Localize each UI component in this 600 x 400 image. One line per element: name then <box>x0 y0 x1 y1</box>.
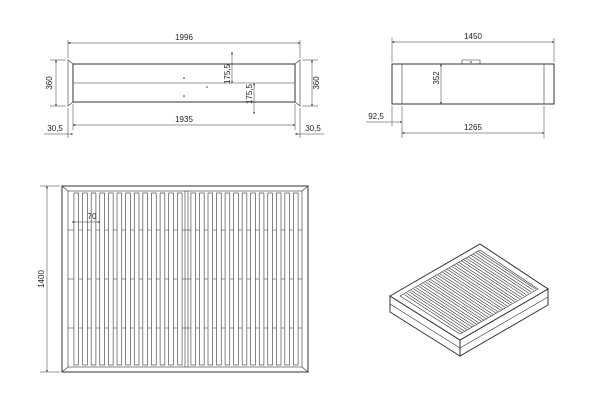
dimension-label: 92,5 <box>368 112 384 121</box>
top-view-corner <box>61 366 69 373</box>
iso-slat-edge <box>463 259 522 298</box>
side-view: 1450 352 1265 92,5 <box>366 32 555 138</box>
slat <box>250 192 256 366</box>
iso-slat <box>461 260 520 300</box>
iso-slat <box>427 280 487 319</box>
iso-drawer-line <box>459 296 549 349</box>
top-view-corner <box>61 185 69 192</box>
top-view-corner <box>301 185 309 192</box>
slat <box>142 192 148 366</box>
top-view-slats-left <box>73 192 183 366</box>
slat <box>258 192 265 366</box>
iso-slat-edge <box>444 270 503 310</box>
iso-top-rim <box>389 243 549 341</box>
iso-slat-edge <box>415 287 475 326</box>
slat <box>116 192 123 366</box>
slat <box>276 192 282 366</box>
top-view-slats-right <box>190 192 299 366</box>
dimension-label: 30,5 <box>305 124 321 133</box>
iso-slat-edge <box>439 273 498 312</box>
slat <box>293 192 299 366</box>
slat <box>233 192 239 366</box>
slat <box>108 192 114 366</box>
slat <box>159 192 166 366</box>
iso-slat-edge <box>449 267 508 307</box>
isometric-view <box>389 243 549 357</box>
dimension-label: 30,5 <box>47 124 63 133</box>
top-view: 1400 70 <box>37 185 309 373</box>
dimension-label: 70 <box>88 212 97 221</box>
slat <box>168 192 174 366</box>
dimension-label: 175,5 <box>223 63 232 84</box>
dimension-label: 360 <box>312 76 321 90</box>
iso-slat <box>404 294 463 333</box>
iso-slat <box>437 274 496 314</box>
slat <box>90 192 97 366</box>
slat <box>224 192 231 366</box>
top-view-corner <box>301 366 309 373</box>
iso-slat <box>413 288 473 328</box>
slat <box>267 192 273 366</box>
iso-slat <box>442 271 501 311</box>
front-view-marker <box>206 86 208 88</box>
slat <box>190 192 196 366</box>
iso-slat-edge <box>458 262 517 301</box>
iso-slats <box>404 250 536 333</box>
slat <box>216 192 222 366</box>
iso-slat-edge <box>468 256 527 295</box>
iso-slat-edge <box>472 253 532 293</box>
iso-slat-edge <box>430 278 489 318</box>
dimension-label: 360 <box>45 76 54 90</box>
slat <box>207 192 213 366</box>
dimension-label: 175,5 <box>245 83 254 104</box>
iso-slat-edge <box>425 281 484 321</box>
front-view-left-end <box>67 59 74 107</box>
iso-slat <box>432 277 492 316</box>
iso-slat <box>423 283 482 322</box>
side-view-handle <box>461 59 481 64</box>
iso-slat <box>446 269 506 308</box>
iso-slat-edge <box>411 290 470 329</box>
slat <box>133 192 140 366</box>
iso-slat-edge <box>477 250 536 290</box>
side-view-marker <box>470 61 472 63</box>
side-view-frame <box>391 63 555 105</box>
front-view: 1996 360 360 175,5 175,5 1935 30,5 30,5 <box>44 33 324 138</box>
slat <box>73 192 79 366</box>
front-view-marker <box>183 95 185 97</box>
iso-slat-edge <box>453 264 513 304</box>
dimension-label: 352 <box>432 71 441 85</box>
front-view-right-end <box>294 59 301 107</box>
slat <box>125 192 131 366</box>
dimension-label: 1265 <box>464 123 482 132</box>
iso-slat <box>451 266 511 305</box>
iso-slat-edge <box>434 276 494 315</box>
iso-slat <box>465 257 525 297</box>
dimension-label: 1400 <box>37 270 46 288</box>
iso-slat <box>470 254 530 294</box>
iso-slat-edge <box>420 284 479 324</box>
slat <box>151 192 157 366</box>
dimension-label: 1450 <box>464 32 482 41</box>
front-view-marker <box>183 77 185 79</box>
iso-slat <box>475 252 534 291</box>
iso-drawer-line <box>389 303 461 349</box>
slat <box>99 192 105 366</box>
iso-slat <box>456 263 515 302</box>
iso-slat-edge <box>406 293 465 332</box>
iso-inner-rim <box>399 249 539 335</box>
iso-slat <box>418 285 477 325</box>
slat <box>284 192 290 366</box>
iso-slat <box>408 291 468 331</box>
dimension-label: 1996 <box>175 33 193 42</box>
slat <box>177 192 183 366</box>
slat <box>82 192 88 366</box>
slat <box>199 192 205 366</box>
slat <box>241 192 248 366</box>
dimension-label: 1935 <box>175 115 193 124</box>
